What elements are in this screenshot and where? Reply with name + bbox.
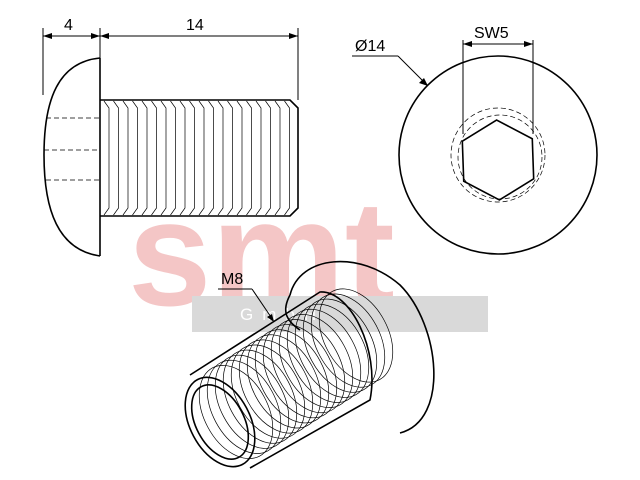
dim-shank-length: 14 xyxy=(186,17,204,34)
thread-crest xyxy=(274,100,281,216)
thread-crest xyxy=(284,100,290,216)
iso-thread-ring xyxy=(238,339,314,434)
iso-thread-ring xyxy=(286,308,362,403)
iso-thread-ring xyxy=(310,293,386,388)
arrowhead xyxy=(100,33,109,39)
iso-thread-ring xyxy=(318,288,394,383)
top-view: SW5 Ø14 xyxy=(352,25,598,255)
thread-crest xyxy=(265,100,271,216)
iso-thread-ring xyxy=(198,365,274,459)
thread-crest xyxy=(122,100,129,216)
thread-crest xyxy=(170,100,176,216)
thread-crest xyxy=(132,100,138,216)
thread-crest xyxy=(236,100,243,216)
hidden-thread-circle xyxy=(457,114,543,200)
iso-thread-ring xyxy=(270,319,346,414)
iso-thread-ring xyxy=(278,314,354,408)
arrowhead xyxy=(289,33,298,39)
thread-crest xyxy=(246,100,252,216)
thread-crest xyxy=(198,100,205,216)
thread-lines xyxy=(103,100,290,216)
iso-thread-ring xyxy=(230,344,306,439)
iso-shank-outline xyxy=(189,291,373,469)
dim-head-diameter: Ø14 xyxy=(355,38,385,55)
iso-thread-ring xyxy=(302,298,378,393)
iso-thread-ring xyxy=(206,359,282,454)
iso-thread-ring xyxy=(262,324,338,419)
head-circle xyxy=(398,55,598,255)
thread-crest xyxy=(160,100,167,216)
iso-thread-ring xyxy=(246,334,322,429)
arrowhead xyxy=(43,33,52,39)
thread-crest xyxy=(113,100,119,216)
button-head-outline xyxy=(43,57,101,257)
thread-crest xyxy=(189,100,195,216)
arrowhead xyxy=(419,78,428,86)
iso-thread-ring xyxy=(254,329,330,424)
thread-crest xyxy=(255,100,262,216)
iso-head-rim xyxy=(289,260,435,434)
watermark: smt GmbH xyxy=(128,169,488,337)
hidden-thread-circle xyxy=(450,107,546,203)
iso-thread-ring xyxy=(214,354,290,449)
thread-label: M8 xyxy=(221,271,243,288)
arrowhead xyxy=(524,41,533,47)
thread-crest xyxy=(151,100,157,216)
arrowhead xyxy=(267,314,274,322)
side-view: 4 14 xyxy=(42,17,299,257)
watermark-banner xyxy=(192,296,488,332)
iso-thread-ring xyxy=(222,349,298,444)
iso-shank-end xyxy=(184,376,256,468)
thread-crest xyxy=(227,100,233,216)
shank-outline xyxy=(100,99,299,217)
arrowhead xyxy=(91,33,100,39)
thread-crest xyxy=(103,100,110,216)
leader-line xyxy=(251,288,274,321)
thread-crest xyxy=(208,100,214,216)
arrowhead xyxy=(463,41,472,47)
dim-hex-socket: SW5 xyxy=(474,25,509,42)
hex-socket xyxy=(461,119,535,201)
thread-crest xyxy=(141,100,148,216)
thread-crest xyxy=(217,100,224,216)
iso-thread-ring xyxy=(294,303,370,398)
thread-crest xyxy=(179,100,186,216)
iso-thread-lines xyxy=(198,288,394,459)
iso-chamfer xyxy=(190,384,250,460)
dim-head-height: 4 xyxy=(64,17,73,34)
isometric-view: M8 xyxy=(184,260,435,469)
